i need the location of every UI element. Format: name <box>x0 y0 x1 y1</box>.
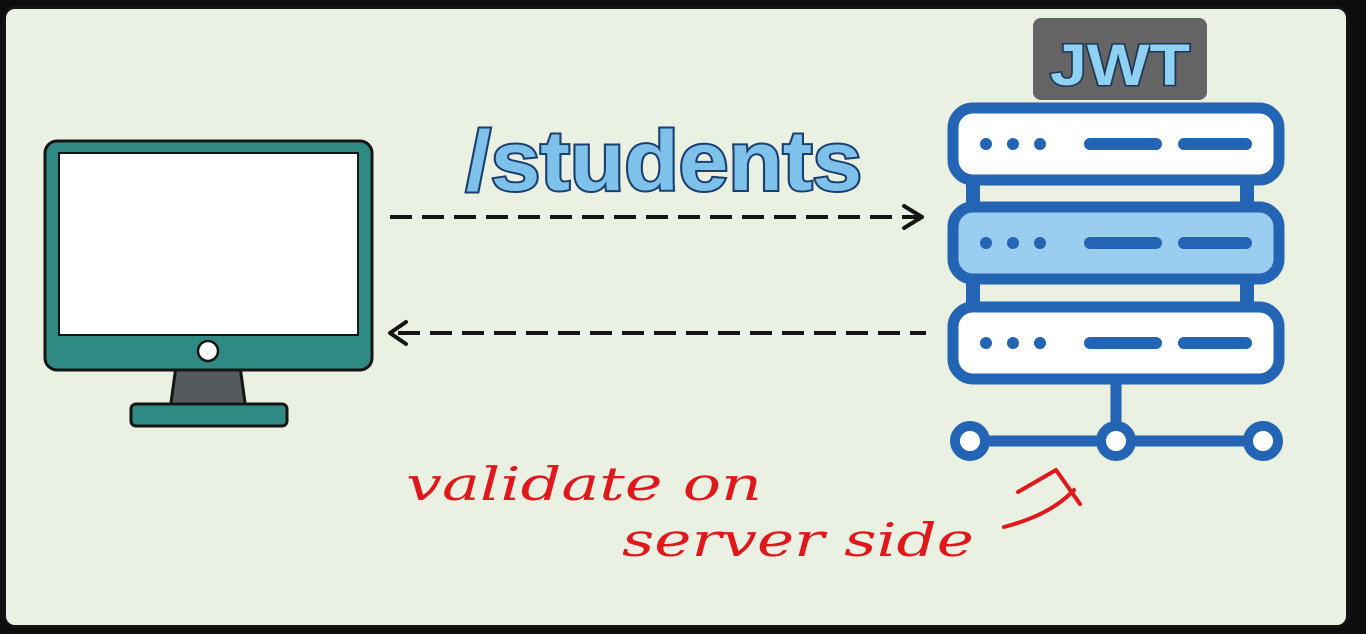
request-arrow-head <box>902 204 924 230</box>
response-arrow <box>388 320 926 346</box>
route-label-group: /students <box>464 112 864 210</box>
monitor-icon <box>43 139 374 428</box>
annotation-line-2: server side <box>622 513 974 567</box>
annotation-line-1: validate on <box>406 457 762 511</box>
jwt-badge: JWT <box>1033 18 1207 100</box>
response-arrow-head <box>388 320 408 346</box>
hand-drawn-arrow-icon <box>1002 468 1082 529</box>
server-unit-2 <box>947 201 1285 285</box>
request-arrow <box>390 204 924 230</box>
server-network-connector <box>950 383 1283 461</box>
monitor-stand-base <box>129 402 289 428</box>
jwt-badge-label: JWT <box>1050 33 1190 98</box>
monitor-screen <box>58 152 359 336</box>
server-unit-3 <box>947 301 1285 385</box>
route-label: /students <box>466 114 862 208</box>
server-rack-icon <box>947 102 1285 461</box>
server-unit-1 <box>947 102 1285 186</box>
monitor-power-button <box>196 339 220 363</box>
jwt-badge-background <box>1033 18 1207 100</box>
annotation: validate on server side <box>406 457 1082 567</box>
